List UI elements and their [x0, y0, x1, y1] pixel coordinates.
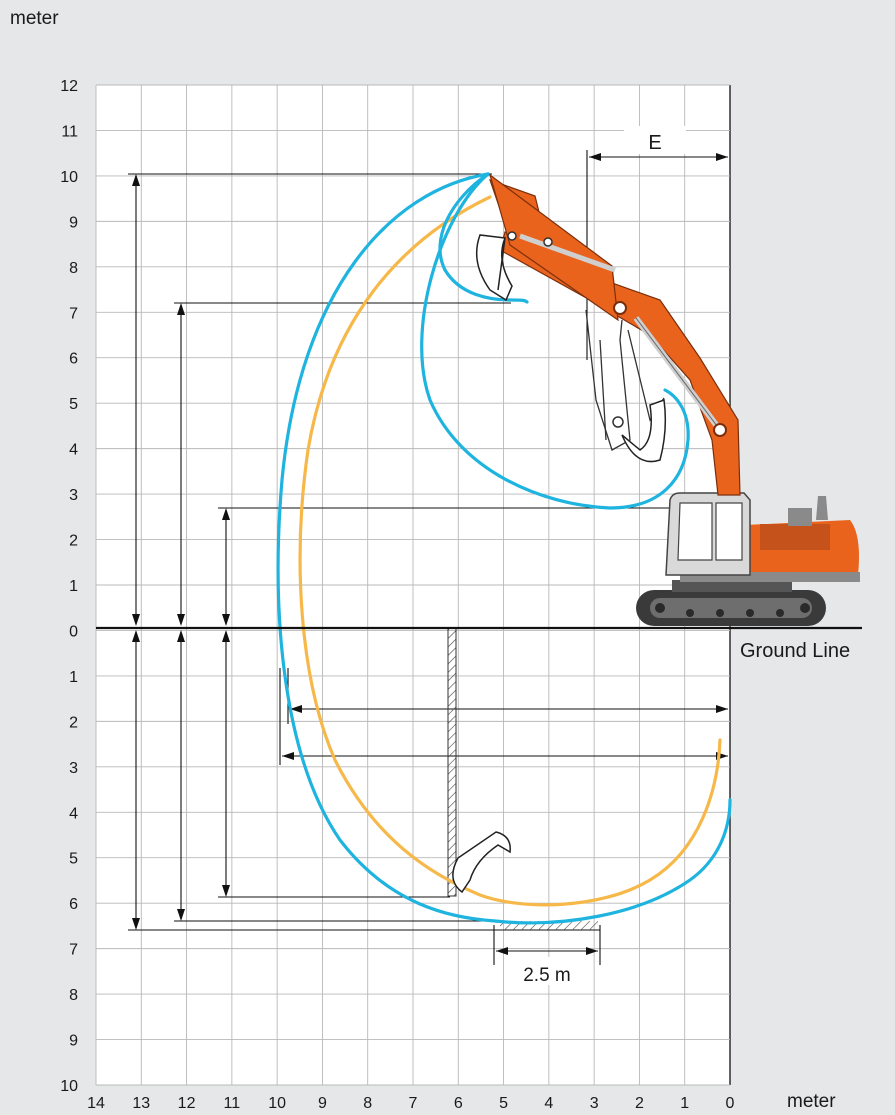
- y-tick-label: 4: [69, 805, 78, 822]
- x-tick-label: 4: [544, 1095, 553, 1112]
- y-tick-label: 8: [69, 260, 78, 277]
- envelope-upper-loop: [438, 172, 529, 304]
- x-tick-label: 7: [409, 1095, 418, 1112]
- y-tick-label: 8: [69, 987, 78, 1004]
- x-tick-label: 0: [726, 1095, 735, 1112]
- y-tick-label: 7: [69, 305, 78, 322]
- ground-line-label: Ground Line: [740, 640, 850, 662]
- envelope-outer-curve: [276, 172, 732, 925]
- dimension-e-label: E: [648, 132, 661, 154]
- x-tick-label: 8: [363, 1095, 372, 1112]
- x-tick-label: 14: [87, 1095, 105, 1112]
- y-tick-label: 5: [69, 851, 78, 868]
- y-tick-label: 10: [60, 169, 78, 186]
- vertical-wall: [447, 627, 457, 897]
- x-tick-label: 10: [268, 1095, 286, 1112]
- e-label-box: [624, 126, 686, 154]
- y-tick-label: 3: [69, 760, 78, 777]
- envelope-inner-curve: [298, 195, 722, 907]
- y-tick-label: 9: [69, 214, 78, 231]
- y-tick-label: 1: [69, 669, 78, 686]
- envelope-reach-curve: [420, 172, 690, 510]
- y-tick-label: 2: [69, 714, 78, 731]
- y-tick-label: 6: [69, 896, 78, 913]
- y-tick-label: 3: [69, 487, 78, 504]
- y-tick-label: 9: [69, 1033, 78, 1050]
- y-tick-label: 6: [69, 351, 78, 368]
- y-tick-label: 10: [60, 1078, 78, 1095]
- x-tick-label: 6: [454, 1095, 463, 1112]
- y-tick-label: 4: [69, 442, 78, 459]
- x-unit-label: meter: [787, 1091, 836, 1112]
- x-tick-label: 9: [318, 1095, 327, 1112]
- x-tick-label: 13: [132, 1095, 150, 1112]
- bucket-icon: [452, 234, 667, 894]
- y-tick-label: 2: [69, 533, 78, 550]
- y-tick-label: 5: [69, 396, 78, 413]
- y-unit-label: meter: [10, 8, 59, 29]
- digging-envelopes: [276, 172, 732, 925]
- y-tick-label: 11: [61, 123, 78, 140]
- y-tick-label: 0: [69, 623, 78, 640]
- x-tick-label: 5: [499, 1095, 508, 1112]
- x-tick-label: 1: [680, 1095, 689, 1112]
- dimension-width-label: 2.5 m: [523, 965, 571, 986]
- y-tick-label: 1: [69, 578, 78, 595]
- x-tick-label: 2: [635, 1095, 644, 1112]
- y-tick-label: 12: [60, 78, 78, 95]
- width-label-box: [508, 957, 586, 985]
- x-tick-label: 11: [224, 1095, 241, 1112]
- y-tick-label: 7: [69, 942, 78, 959]
- floor-hatch: [500, 921, 598, 930]
- dimension-arrowheads: [132, 153, 728, 955]
- excavator-icon: [488, 173, 860, 626]
- x-tick-label: 12: [178, 1095, 196, 1112]
- x-tick-label: 3: [590, 1095, 599, 1112]
